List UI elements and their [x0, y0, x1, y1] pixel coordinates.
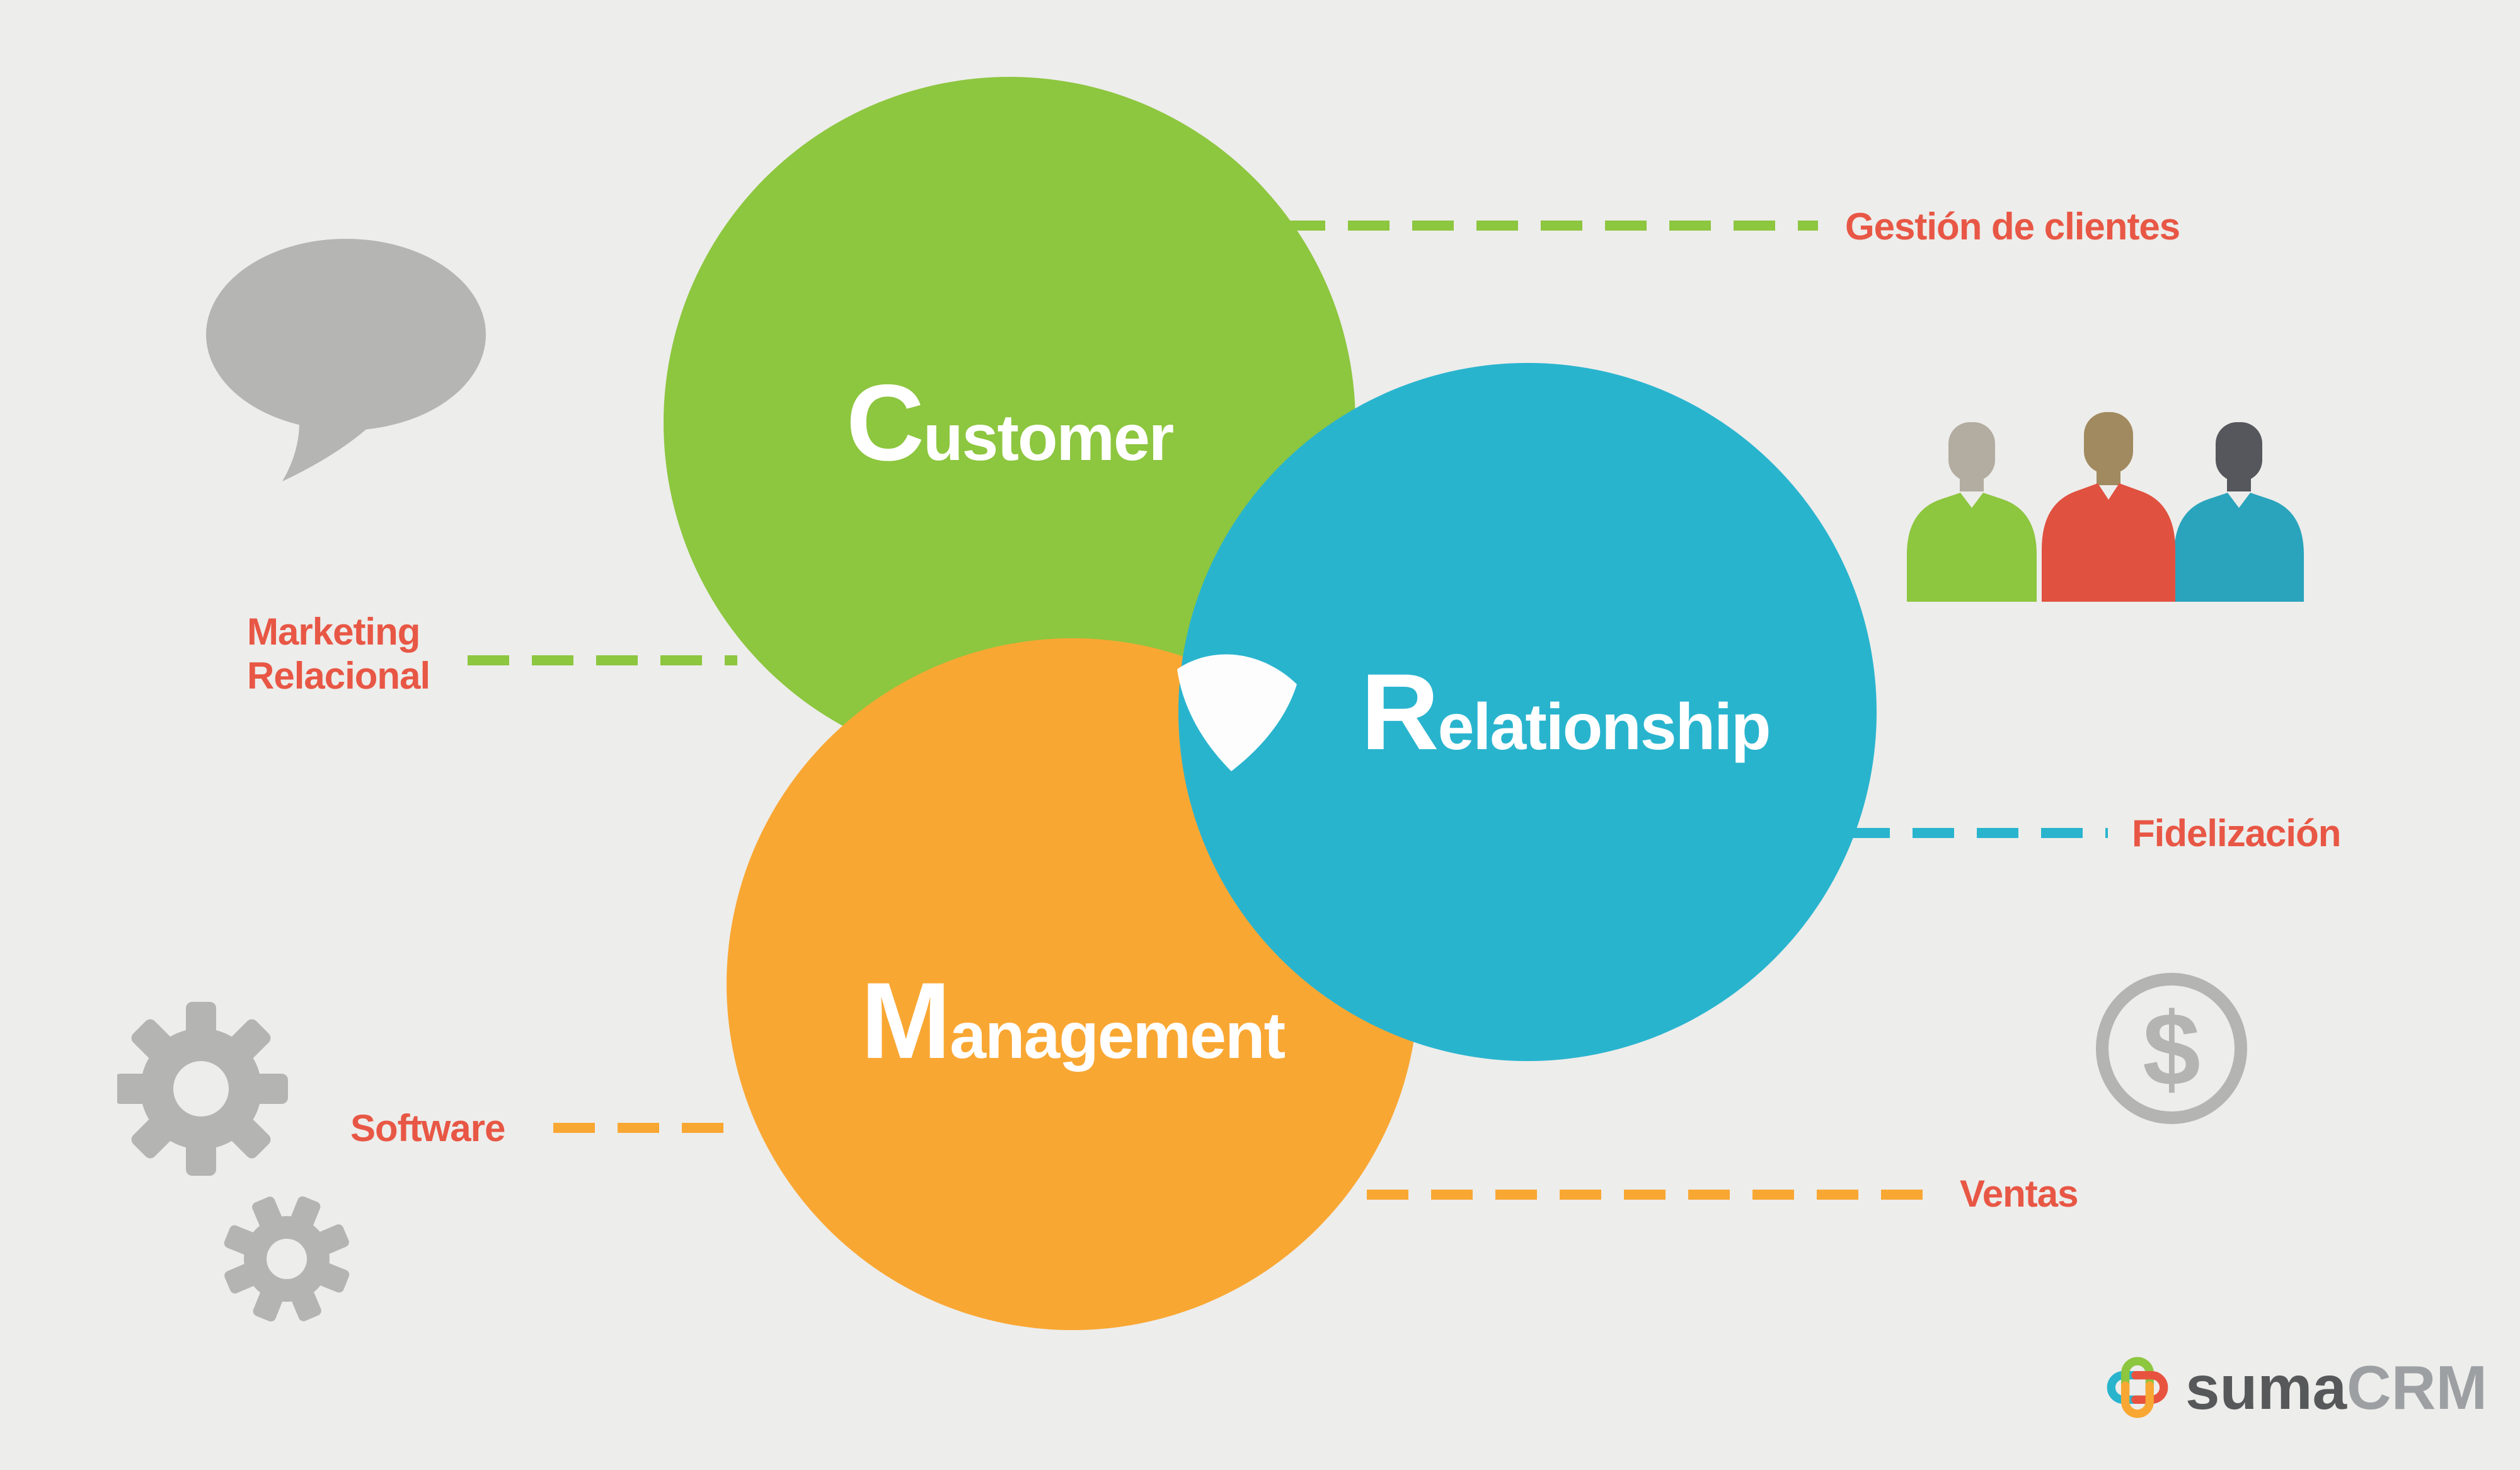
customer-initial: C	[846, 362, 924, 483]
marketing-label-line2: Relacional	[247, 655, 430, 697]
management-rest: anagement	[950, 999, 1286, 1072]
ventas-dashed-line	[1367, 1190, 1939, 1200]
customer-rest: ustomer	[923, 401, 1174, 474]
people-group-icon	[1907, 412, 2304, 602]
marketing-dashed-line	[468, 655, 737, 665]
logo-suma-text: suma	[2185, 1353, 2347, 1422]
speech-bubble-icon	[206, 239, 486, 481]
management-word: Management	[861, 967, 1286, 1075]
gestion-dashed-line	[1284, 221, 1818, 231]
management-initial: M	[860, 960, 951, 1081]
sumacrm-logo: sumaCRM	[2102, 1352, 2487, 1423]
ventas-label: Ventas	[1960, 1173, 2078, 1215]
software-dashed-line	[553, 1123, 741, 1133]
sumacrm-logo-text: sumaCRM	[2185, 1357, 2487, 1418]
gears-icon	[117, 1002, 350, 1322]
relationship-rest: elationship	[1437, 691, 1771, 764]
logo-crm-text: CRM	[2347, 1353, 2488, 1422]
software-label: Software	[350, 1107, 505, 1149]
center-white-wedge	[1177, 654, 1297, 771]
fidelizacion-label: Fidelización	[2132, 812, 2341, 854]
dollar-coin-icon: $	[2096, 973, 2247, 1124]
customer-word: Customer	[846, 369, 1175, 477]
fidelizacion-dashed-line	[1848, 828, 2108, 838]
relationship-initial: R	[1361, 652, 1439, 772]
relationship-word: Relationship	[1361, 658, 1771, 766]
marketing-label: Marketing Relacional	[247, 610, 430, 698]
dollar-sign-glyph: $	[2143, 991, 2201, 1107]
sumacrm-logo-mark	[2107, 1357, 2168, 1418]
marketing-label-line1: Marketing	[247, 611, 420, 653]
relationship-circle: Relationship	[1178, 363, 1877, 1061]
gestion-label: Gestión de clientes	[1845, 205, 2180, 248]
